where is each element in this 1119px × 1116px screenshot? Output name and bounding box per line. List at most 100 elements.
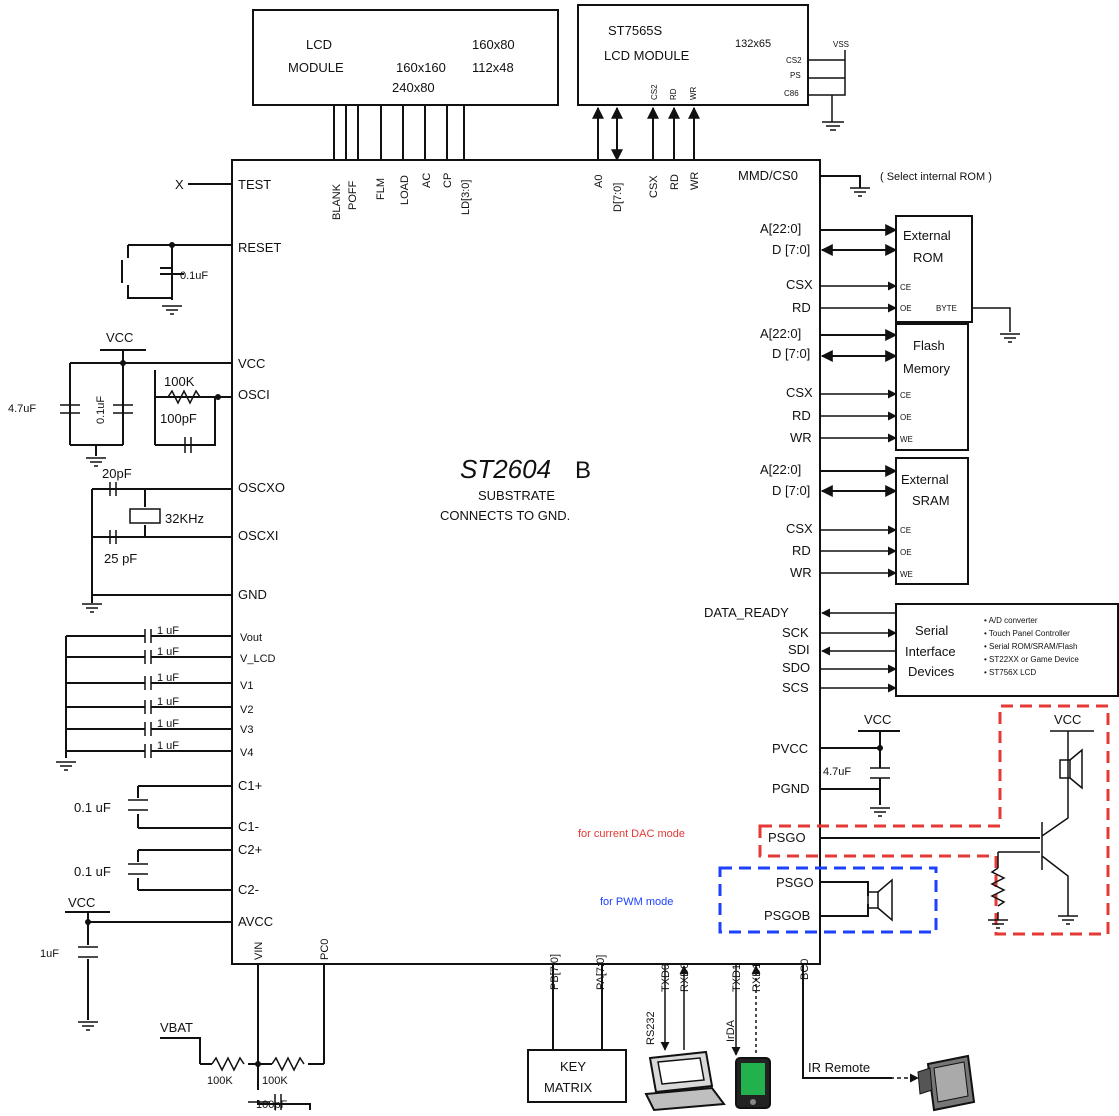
- chip-suffix: B: [575, 457, 591, 484]
- spk-vcc: VCC: [1054, 712, 1081, 727]
- lcd-title1: LCD: [306, 37, 332, 52]
- pin-load: LOAD: [399, 175, 411, 205]
- lcd-res2: 160x160: [396, 60, 446, 75]
- flash-rd: RD: [792, 408, 811, 423]
- st7565-title2: LCD MODULE: [604, 48, 690, 63]
- sram-csx: CSX: [786, 521, 813, 536]
- cap-1uf-f: 1 uF: [157, 740, 179, 752]
- cap-1uf-d: 1 uF: [157, 696, 179, 708]
- rom-byte: BYTE: [936, 304, 957, 313]
- pin-c1m: C1-: [238, 819, 259, 834]
- top-pin-labels: BLANK POFF FLM LOAD AC CP LD[3:0] A0 D[7…: [331, 172, 701, 220]
- left-pins: TEST X RESET 0.1uF VCC OSCI VCC 4.7uF 0.…: [8, 177, 285, 1031]
- st7565-pin-ps: PS: [790, 71, 801, 80]
- sram-we: WE: [900, 570, 913, 579]
- flash-oe: OE: [900, 413, 912, 422]
- pin-pc0: PC0: [319, 939, 331, 960]
- sram-wr: WR: [790, 565, 812, 580]
- rom-data: D [7:0]: [772, 242, 810, 257]
- pin-rxd0: RXD0: [679, 963, 691, 992]
- rs232-label: RS232: [645, 1011, 657, 1045]
- sram-oe: OE: [900, 548, 912, 557]
- flash-ce: CE: [900, 391, 911, 400]
- flash-data: D [7:0]: [772, 346, 810, 361]
- st7565-module: ST7565S LCD MODULE 132x65 CS2 RD WR CS2 …: [577, 4, 849, 162]
- pin-txd0: TXD0: [660, 964, 672, 992]
- substrate-line2: CONNECTS TO GND.: [440, 508, 570, 523]
- key-line1: KEY: [560, 1059, 586, 1074]
- pin-v2: V2: [240, 704, 253, 716]
- pin-c2m: C2-: [238, 882, 259, 897]
- serial-title3: Devices: [908, 664, 955, 679]
- serial-item-5: • ST756X LCD: [984, 668, 1036, 677]
- right-pins: MMD/CS0 ( Select internal ROM ) A[22:0] …: [578, 168, 1119, 936]
- cap-avcc: 1uF: [40, 948, 59, 960]
- pin-pgnd: PGND: [772, 781, 810, 796]
- pin-mmd: MMD/CS0: [738, 168, 798, 183]
- pin-osci: OSCI: [238, 387, 270, 402]
- pin-d: D[7:0]: [612, 183, 624, 212]
- pin-bc0: BC0: [799, 959, 811, 980]
- serial-title2: Interface: [905, 644, 956, 659]
- ir-remote-icon: [917, 1054, 976, 1112]
- serial-title1: Serial: [915, 623, 948, 638]
- pin-vin: VIN: [253, 942, 265, 960]
- pin-wr: WR: [689, 172, 701, 190]
- pin-c1p: C1+: [238, 778, 262, 793]
- pin-reset: RESET: [238, 240, 281, 255]
- flash-addr: A[22:0]: [760, 326, 801, 341]
- pin-c2p: C2+: [238, 842, 262, 857]
- pin-v3: V3: [240, 724, 253, 736]
- pin-v1: V1: [240, 680, 253, 692]
- flash-csx: CSX: [786, 385, 813, 400]
- cap-20pf: 20pF: [102, 466, 132, 481]
- select-rom: ( Select internal ROM ): [880, 171, 992, 183]
- serial-item-1: • A/D converter: [984, 616, 1038, 625]
- pin-sdo: SDO: [782, 660, 810, 675]
- lcd-res4: 240x80: [392, 80, 435, 95]
- serial-item-4: • ST22XX or Game Device: [984, 655, 1079, 664]
- rom-csx: CSX: [786, 277, 813, 292]
- note-pwm: for PWM mode: [600, 896, 673, 908]
- cap-100pf: 100pF: [160, 411, 197, 426]
- pin-vcc: VCC: [238, 356, 265, 371]
- pin-avcc: AVCC: [238, 914, 273, 929]
- pin-csx: CSX: [648, 175, 660, 198]
- st7565-pin-cs: CS2: [650, 84, 659, 100]
- res-100k: 100K: [164, 374, 195, 389]
- sram-title1: External: [901, 472, 949, 487]
- cap-01uf-v: 0.1uF: [95, 396, 107, 424]
- pin-sck: SCK: [782, 625, 809, 640]
- sram-title2: SRAM: [912, 493, 950, 508]
- pvcc-vcc: VCC: [864, 712, 891, 727]
- pin-ac: AC: [421, 173, 433, 188]
- test-x: X: [175, 177, 184, 192]
- laptop-icon: [644, 1050, 726, 1112]
- pin-pvcc: PVCC: [772, 741, 808, 756]
- pin-a0: A0: [593, 175, 605, 188]
- pin-pb: PB[7:0]: [549, 954, 561, 990]
- serial-item-3: • Serial ROM/SRAM/Flash: [984, 642, 1077, 651]
- pin-psgo-b: PSGO: [776, 875, 814, 890]
- pin-vlcd: V_LCD: [240, 653, 276, 665]
- pin-psgob: PSGOB: [764, 908, 810, 923]
- pda-icon: [735, 1057, 771, 1109]
- vbat-circuit: VBAT 100K 100K 100pF VIN PC0: [160, 939, 331, 1111]
- rom-title2: ROM: [913, 250, 943, 265]
- cap-reset: 0.1uF: [180, 270, 208, 282]
- lcd-res3: 112x48: [472, 60, 514, 75]
- lcd-module: LCD MODULE 160x80 160x160 112x48 240x80: [252, 9, 559, 160]
- main-chip: ST2604 B SUBSTRATE CONNECTS TO GND.: [231, 159, 821, 965]
- vbat-label: VBAT: [160, 1020, 193, 1035]
- lcd-title2: MODULE: [288, 60, 344, 75]
- cap-1uf-e: 1 uF: [157, 718, 179, 730]
- res-b: 100K: [262, 1075, 288, 1087]
- pin-test: TEST: [238, 177, 271, 192]
- pin-data-ready: DATA_READY: [704, 605, 789, 620]
- st7565-title1: ST7565S: [608, 23, 663, 38]
- cap-c1: 0.1 uF: [74, 800, 111, 815]
- flash-title2: Memory: [903, 361, 950, 376]
- pin-psgo-a: PSGO: [768, 830, 806, 845]
- flash-wr: WR: [790, 430, 812, 445]
